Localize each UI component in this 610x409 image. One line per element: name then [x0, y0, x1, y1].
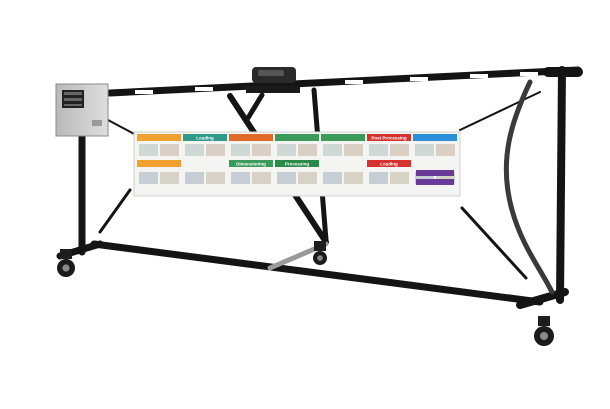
top-rail-stripes — [135, 72, 538, 94]
section-label-bar — [137, 160, 181, 167]
section-label-bar — [275, 160, 319, 167]
panel-header — [183, 134, 227, 141]
panel-photo — [298, 172, 317, 184]
panel-photo — [369, 172, 388, 184]
panel-photo — [298, 144, 317, 156]
banner-panel: Post Processing — [367, 134, 411, 184]
panel-photo — [139, 172, 158, 184]
panel-photo — [252, 172, 271, 184]
section-label: Loading — [367, 160, 411, 167]
panel-photo — [323, 172, 342, 184]
section-label: Dimensioning — [229, 160, 273, 167]
rail-stripe — [135, 90, 153, 94]
section-label-bar — [367, 160, 411, 167]
caster-wheel-icon — [57, 249, 75, 277]
panel-photo — [390, 144, 409, 156]
section-label — [137, 160, 181, 167]
panel-photo — [160, 172, 179, 184]
caster-wheel-icon — [534, 316, 554, 346]
panel-photo — [185, 144, 204, 156]
frame-structure — [56, 66, 583, 309]
panel-photo — [160, 144, 179, 156]
panel-photo — [206, 144, 225, 156]
banner-panel — [137, 134, 181, 184]
banner-panel — [275, 134, 319, 184]
panel-photo — [277, 172, 296, 184]
panel-photo — [185, 172, 204, 184]
panel-header — [321, 134, 365, 141]
panel-photo — [390, 172, 409, 184]
panel-header — [229, 134, 273, 141]
panel-title: Loading — [196, 136, 214, 141]
panel-photo — [231, 144, 250, 156]
panel-photo — [231, 172, 250, 184]
panel-header — [413, 134, 457, 141]
panel-photo — [323, 144, 342, 156]
banner-panel — [229, 134, 273, 184]
panel-header — [275, 134, 319, 141]
process-banner: Loading Post Processing Dimensioning Proce… — [133, 131, 461, 197]
panel-photo — [277, 144, 296, 156]
rail-stripe — [345, 80, 363, 84]
hose-icon — [503, 79, 555, 295]
panel-photo — [369, 144, 388, 156]
panel-photo — [139, 144, 158, 156]
info-box — [416, 179, 454, 185]
info-box — [416, 170, 454, 176]
control-box-icon — [55, 83, 109, 137]
panel-photo — [344, 144, 363, 156]
banner-panel — [321, 134, 365, 184]
rail-stripe — [410, 77, 428, 81]
panel-title: Post Processing — [371, 136, 407, 141]
section-label: Processing — [275, 160, 319, 167]
panel-photo — [436, 144, 455, 156]
caster-wheel-icon — [313, 241, 327, 265]
panel-photo — [415, 144, 434, 156]
rail-stripe — [195, 87, 213, 91]
panel-photo — [252, 144, 271, 156]
panel-photo — [206, 172, 225, 184]
section-label-text: Dimensioning — [236, 162, 266, 167]
banner-panel: Loading — [183, 134, 227, 184]
panel-photo — [344, 172, 363, 184]
spreader-bar-icon — [246, 67, 300, 93]
section-label-text: Loading — [380, 162, 398, 167]
panel-header — [367, 134, 411, 141]
rail-stripe — [470, 74, 488, 78]
section-label-bar — [229, 160, 273, 167]
rail-stripe — [520, 72, 538, 76]
section-label-text: Processing — [285, 162, 310, 167]
panel-header — [137, 134, 181, 141]
